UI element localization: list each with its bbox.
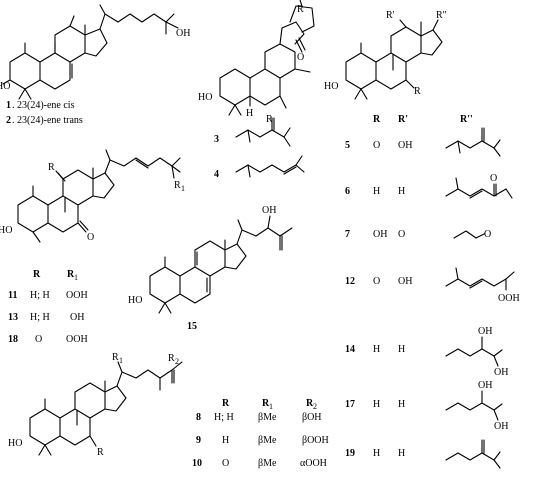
r-label: R [414,86,421,97]
compound-13-r1: OH [70,312,84,323]
compound-15-number: 15 [187,321,197,332]
compound-19-r: H [373,448,380,459]
ho-label: HO [0,225,12,236]
column-r-header: R [373,114,381,125]
structure-1-2: HO OH 1 . 23(24)-ene cis 2 . 23(24)-ene … [0,4,190,126]
column-r2-header: R [306,398,314,409]
compound-17-number: 17 [345,399,355,410]
compound-7-side-o: O [484,229,491,240]
compound-17-r: H [373,399,380,410]
compound-4-number: 4 [214,169,219,180]
column-r1-header: R [67,269,75,280]
compound-14-r: H [373,344,380,355]
r-prime-label: R' [386,10,395,21]
ho-label: HO [8,438,22,449]
column-r-header: R [222,398,230,409]
compound-2-desc: . 23(24)-ene trans [12,115,83,126]
column-r-header: R [266,114,273,125]
compound-7-rp: O [398,229,405,240]
compound-11-number: 11 [8,290,17,301]
r-label: R [48,162,55,173]
compound-12-rp: OH [398,276,412,287]
compound-5-number: 5 [345,140,350,151]
compound-12-side-ooh: OOH [498,293,520,304]
compound-6-r: H [373,186,380,197]
compound-8-r1: βMe [258,412,277,423]
compound-10-number: 10 [192,458,202,469]
compound-8-r: H; H [214,412,234,423]
compound-18-r1: OOH [66,334,88,345]
compound-9-number: 9 [196,435,201,446]
ho-label: HO [0,81,10,92]
ho-label: HO [128,295,142,306]
compound-10-r: O [222,458,229,469]
compound-19-number: 19 [345,448,355,459]
compound-12-r: O [373,276,380,287]
column-r1-header: R [262,398,270,409]
column-r-double-prime-header: R'' [460,114,473,125]
compound-1-number: 1 [6,100,11,111]
compound-10-r2: αOOH [300,458,327,469]
r1-subscript: 1 [181,184,185,193]
compound-11-r1: OOH [66,290,88,301]
compound-18-number: 18 [8,334,18,345]
r2-subscript: 2 [175,357,179,366]
compound-5-rp: OH [398,140,412,151]
compound-6-side-o: O [490,173,497,184]
r1-label: R [174,180,181,191]
compound-13-number: 13 [8,312,18,323]
compound-17-side-oh-b: OH [494,421,508,432]
column-r1-subscript: 1 [269,402,273,411]
compound-10-r1: βMe [258,458,277,469]
compound-17-side-oh-a: OH [478,380,492,391]
compound-8-r2: βOH [302,412,322,423]
structure-3-4: R O HO H R 3 4 [198,0,315,180]
r2-label: R [168,353,175,364]
compound-12-number: 12 [345,276,355,287]
compound-1-desc: . 23(24)-ene cis [12,100,75,111]
h-label: H [246,108,253,119]
compound-19-rp: H [398,448,405,459]
compound-9-r2: βOOH [302,435,329,446]
structure-15: OH HO 15 [128,205,293,332]
r-label: R [297,4,304,15]
oh-label: OH [176,28,190,39]
r-label: R [97,447,104,458]
compound-9-r1: βMe [258,435,277,446]
o-label: O [297,52,304,63]
compound-6-number: 6 [345,186,350,197]
structure-8-9-10: R 1 R 2 R HO R R 1 R 2 8 H; H βMe βOH 9 … [8,352,329,469]
compound-18-r: O [35,334,42,345]
r1-subscript: 1 [119,356,123,365]
column-r-header: R [33,269,41,280]
o-label: O [87,232,94,243]
r1-label: R [112,352,119,363]
ho-label: HO [324,81,338,92]
compound-14-side-oh-a: OH [478,326,492,337]
column-r2-subscript: 2 [313,402,317,411]
r-double-prime-label: R" [436,10,447,21]
column-r-prime-header: R' [398,114,408,125]
compound-11-r: H; H [30,290,50,301]
compound-14-side-oh-b: OH [494,367,508,378]
ho-label: HO [198,92,212,103]
compound-7-r: OH [373,229,387,240]
compound-7-number: 7 [345,229,350,240]
structure-11-13-18: R 1 R HO O R R 1 11 H; H OOH 13 H; H OH … [0,149,185,345]
compound-2-number: 2 [6,115,11,126]
compound-14-rp: H [398,344,405,355]
compound-13-r: H; H [30,312,50,323]
structure-right: R' R" R HO R R' R'' 5 O OH 6 H H O 7 OH … [324,10,520,469]
compound-17-rp: H [398,399,405,410]
compound-6-rp: H [398,186,405,197]
compound-5-r: O [373,140,380,151]
compound-3-number: 3 [214,134,219,145]
compound-14-number: 14 [345,344,355,355]
oh-label: OH [262,205,276,216]
compound-9-r: H [222,435,229,446]
column-r1-subscript: 1 [74,273,78,282]
compound-8-number: 8 [196,412,201,423]
